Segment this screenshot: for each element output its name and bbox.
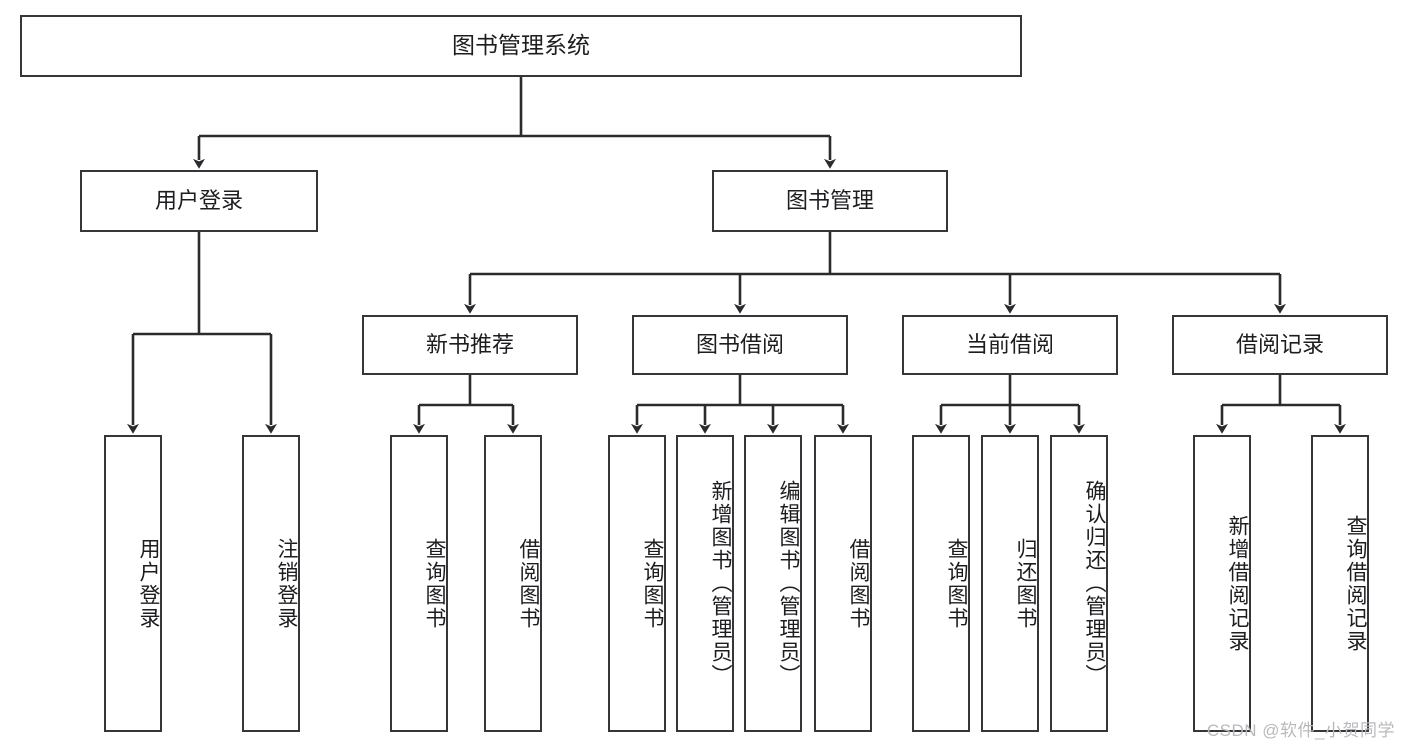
node-user-login[interactable]: 用户登录 — [80, 170, 318, 232]
node-label: 借阅图书 — [517, 537, 540, 630]
node-label: 用户登录 — [137, 537, 160, 630]
leaf-user-login[interactable]: 用户登录 — [104, 435, 162, 732]
watermark-text: CSDN @软件_小贺同学 — [1206, 721, 1395, 740]
leaf-query-book-borrow[interactable]: 查询图书 — [608, 435, 666, 732]
node-new-book-recommend[interactable]: 新书推荐 — [362, 315, 578, 375]
leaf-borrow-book[interactable]: 借阅图书 — [814, 435, 872, 732]
node-label: 新书推荐 — [425, 332, 514, 358]
node-label: 归还图书 — [1014, 537, 1037, 630]
leaf-borrow-book-recommend[interactable]: 借阅图书 — [484, 435, 542, 732]
node-book-borrow[interactable]: 图书借阅 — [632, 315, 848, 375]
node-label: 查询借阅记录 — [1344, 514, 1367, 653]
leaf-logout[interactable]: 注销登录 — [242, 435, 300, 732]
leaf-confirm-return-admin[interactable]: 确认归还（管理员） — [1050, 435, 1108, 732]
node-label: 图书管理系统 — [452, 32, 590, 59]
node-label: 新增借阅记录 — [1226, 514, 1249, 653]
node-label: 确认归还（管理员） — [1083, 480, 1106, 687]
node-label: 注销登录 — [275, 537, 298, 630]
node-borrow-record[interactable]: 借阅记录 — [1172, 315, 1388, 375]
leaf-add-book-admin[interactable]: 新增图书（管理员） — [676, 435, 734, 732]
node-label: 查询图书 — [423, 537, 446, 630]
leaf-edit-book-admin[interactable]: 编辑图书（管理员） — [744, 435, 802, 732]
node-label: 编辑图书（管理员） — [777, 480, 800, 687]
node-label: 图书借阅 — [695, 332, 784, 358]
leaf-query-borrow-record[interactable]: 查询借阅记录 — [1311, 435, 1369, 732]
node-label: 借阅记录 — [1235, 332, 1324, 358]
leaf-query-book-recommend[interactable]: 查询图书 — [390, 435, 448, 732]
node-label: 图书管理 — [785, 188, 874, 214]
node-root-system[interactable]: 图书管理系统 — [20, 15, 1022, 77]
leaf-return-book[interactable]: 归还图书 — [981, 435, 1039, 732]
leaf-add-borrow-record[interactable]: 新增借阅记录 — [1193, 435, 1251, 732]
node-label: 借阅图书 — [847, 537, 870, 630]
node-label: 查询图书 — [641, 537, 664, 630]
node-book-management[interactable]: 图书管理 — [712, 170, 948, 232]
node-label: 当前借阅 — [965, 332, 1054, 358]
node-label: 用户登录 — [154, 188, 243, 214]
node-current-borrow[interactable]: 当前借阅 — [902, 315, 1118, 375]
leaf-query-book-current[interactable]: 查询图书 — [912, 435, 970, 732]
node-label: 查询图书 — [945, 537, 968, 630]
node-label: 新增图书（管理员） — [709, 480, 732, 687]
